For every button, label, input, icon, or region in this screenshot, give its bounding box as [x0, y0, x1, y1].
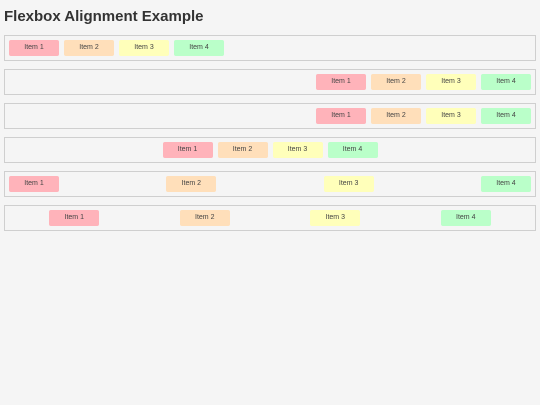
row-4-item-4: Item 4 [327, 142, 378, 158]
flex-row-5: Item 1 Item 2 Item 3 Item 4 [4, 171, 536, 197]
flex-row-1: Item 1 Item 2 Item 3 Item 4 [4, 35, 536, 61]
flex-row-2: Item 1 Item 2 Item 3 Item 4 [4, 69, 536, 95]
row-6-item-3: Item 3 [310, 210, 361, 226]
row-1-item-3: Item 3 [119, 40, 169, 56]
flex-row-6: Item 1 Item 2 Item 3 Item 4 [4, 205, 536, 231]
row-1-item-2: Item 2 [64, 40, 114, 56]
row-1-item-1: Item 1 [9, 40, 59, 56]
row-2-item-2: Item 2 [371, 74, 421, 90]
row-3-item-3: Item 3 [426, 108, 476, 124]
row-2-item-4: Item 4 [481, 74, 531, 90]
row-3-item-4: Item 4 [481, 108, 531, 124]
flex-row-4: Item 1 Item 2 Item 3 Item 4 [4, 137, 536, 163]
row-2-item-1: Item 1 [316, 74, 366, 90]
row-2-item-3: Item 3 [426, 74, 476, 90]
row-3-item-2: Item 2 [371, 108, 421, 124]
row-5-item-1: Item 1 [9, 176, 59, 192]
row-4-item-2: Item 2 [217, 142, 268, 158]
row-1-item-4: Item 4 [174, 40, 224, 56]
row-4-item-3: Item 3 [272, 142, 323, 158]
row-5-item-4: Item 4 [480, 176, 531, 192]
page-title: Flexbox Alignment Example [4, 8, 204, 25]
row-3-item-1: Item 1 [316, 108, 366, 124]
flex-row-3: Item 1 Item 2 Item 3 Item 4 [4, 103, 536, 129]
row-5-item-2: Item 2 [166, 176, 217, 192]
row-4-item-1: Item 1 [162, 142, 213, 158]
row-6-item-1: Item 1 [49, 210, 100, 226]
row-5-item-3: Item 3 [323, 176, 374, 192]
row-6-item-2: Item 2 [179, 210, 230, 226]
row-6-item-4: Item 4 [440, 210, 491, 226]
